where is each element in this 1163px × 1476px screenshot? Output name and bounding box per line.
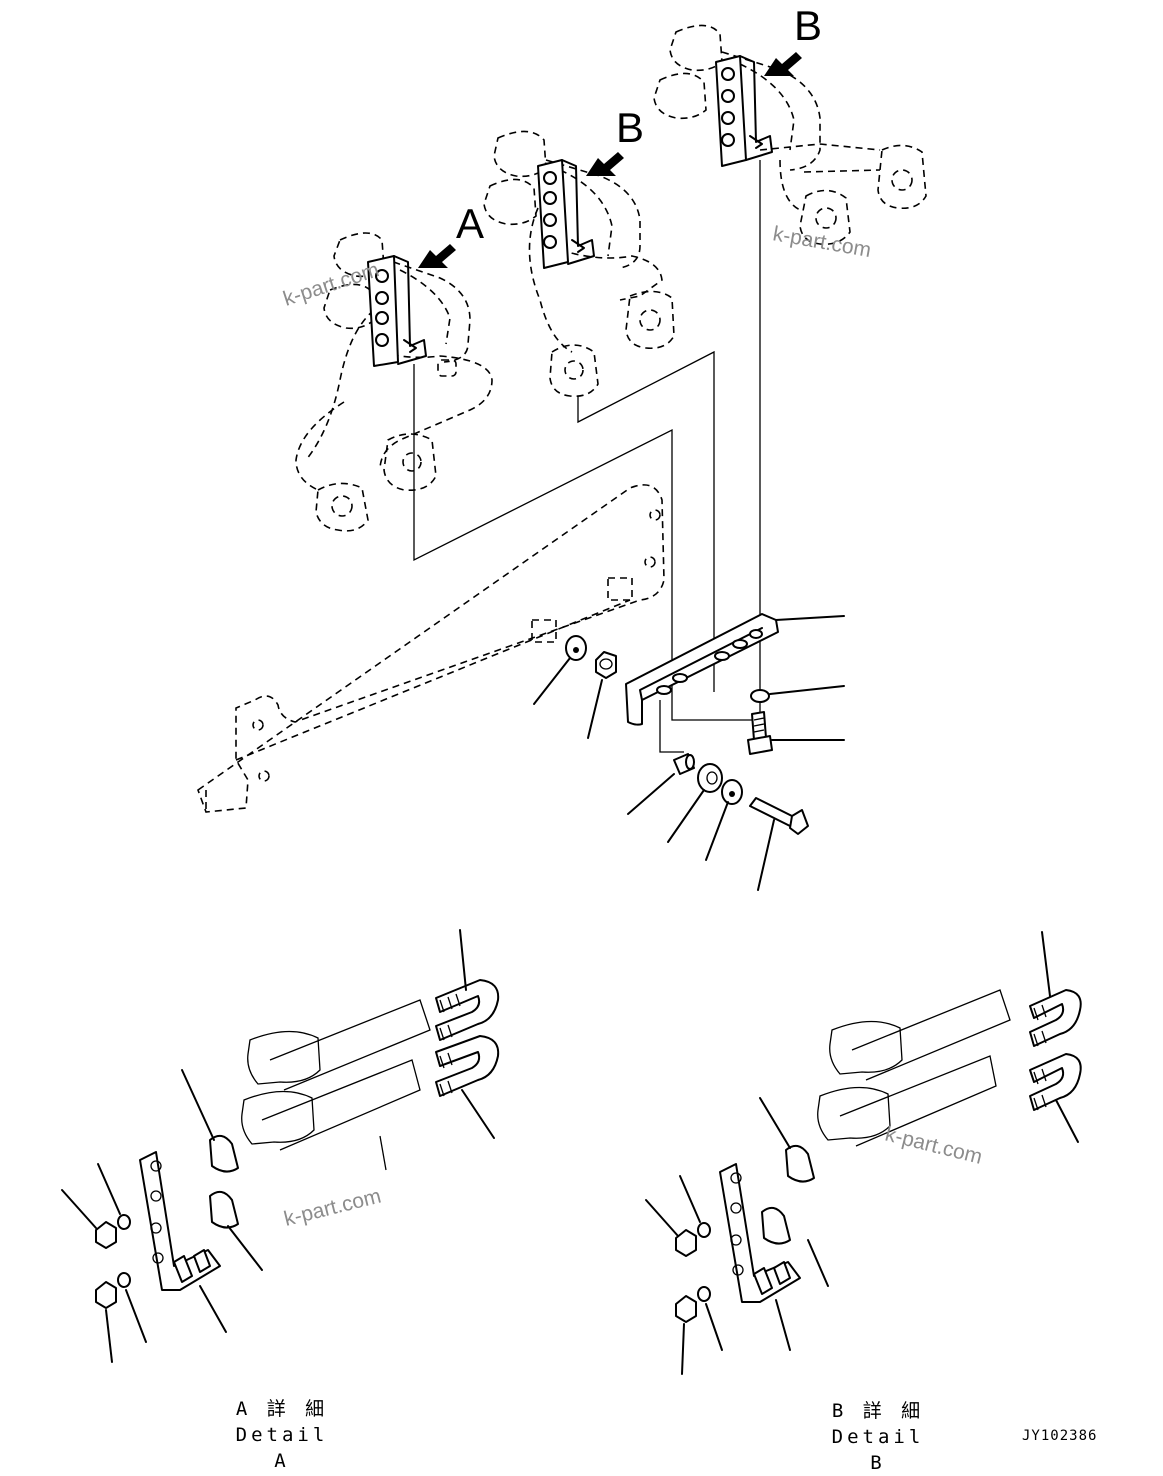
callout-arrow-b-middle bbox=[586, 152, 624, 176]
watermark: k-part.com bbox=[883, 1123, 985, 1169]
callout-label-a: A bbox=[456, 200, 484, 247]
clamp-bracket-b-middle bbox=[537, 159, 595, 269]
frame-member bbox=[197, 484, 665, 813]
clamp-bracket-b-right bbox=[715, 55, 773, 167]
pipe-group-b-middle bbox=[483, 130, 675, 398]
bolt-small bbox=[747, 711, 845, 755]
detail-a-caption-jp: A 詳 細 bbox=[235, 1398, 329, 1420]
detail-b-pipes bbox=[817, 989, 1011, 1147]
detail-a-caption: A 詳 細 Detail A bbox=[222, 1396, 342, 1474]
watermark: k-part.com bbox=[280, 258, 381, 311]
detail-b-nuts-washers bbox=[645, 1175, 723, 1375]
drawing-number: JY102386 bbox=[1022, 1428, 1098, 1444]
detail-b-clamp-blocks bbox=[759, 1097, 829, 1287]
support-bracket bbox=[625, 613, 845, 726]
callout-label-b-right: B bbox=[794, 2, 822, 49]
detail-a-pipes bbox=[241, 999, 431, 1171]
spring-washer bbox=[750, 685, 845, 703]
washer-lower-flat bbox=[705, 779, 743, 861]
detail-a-bracket bbox=[139, 1151, 227, 1333]
bolt-long bbox=[749, 797, 809, 891]
detail-b-caption-en: Detail B bbox=[831, 1426, 925, 1474]
detail-b-caption: B 詳 細 Detail B bbox=[818, 1398, 938, 1476]
callout-arrow-a bbox=[418, 244, 456, 268]
detail-b-bracket bbox=[719, 1163, 801, 1351]
pipe-group-b-right bbox=[653, 24, 927, 246]
detail-b-ubolts bbox=[1029, 931, 1082, 1143]
washer-upper bbox=[533, 635, 587, 705]
washer-lower-thick bbox=[667, 763, 723, 843]
clamp-bracket-a bbox=[367, 255, 427, 367]
detail-a-ubolts bbox=[435, 929, 500, 1139]
callout-label-b-middle: B bbox=[616, 104, 644, 151]
nut-upper bbox=[587, 651, 617, 739]
callout-arrow-b-right bbox=[764, 52, 802, 76]
watermark: k-part.com bbox=[771, 222, 873, 262]
detail-a-caption-en: Detail A bbox=[235, 1424, 329, 1472]
watermark: k-part.com bbox=[282, 1185, 384, 1231]
pipe-group-a bbox=[295, 232, 493, 532]
detail-b-caption-jp: B 詳 細 bbox=[831, 1400, 925, 1422]
detail-a-clamp-blocks bbox=[181, 1069, 263, 1271]
spacer-collar bbox=[627, 753, 695, 815]
detail-a-nuts-washers bbox=[61, 1163, 147, 1363]
